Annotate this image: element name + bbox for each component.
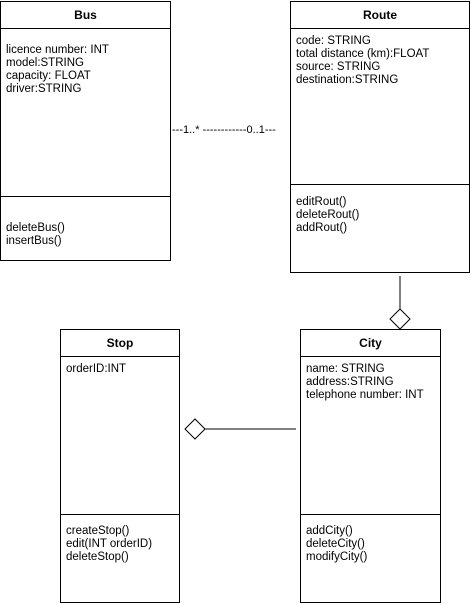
city-attribute: address:STRING	[306, 376, 394, 388]
city-divider	[301, 514, 440, 515]
stop-method: edit(INT orderID)	[66, 538, 153, 550]
stop-method: deleteStop()	[66, 551, 129, 563]
bus-class-title: Bus	[1, 2, 170, 29]
stop-method: createStop()	[66, 525, 130, 537]
bus-attribute: licence number: INT	[6, 44, 109, 56]
route-divider	[291, 184, 469, 185]
route-attribute: source: STRING	[296, 61, 381, 73]
bus-class[interactable]: Bus licence number: INT model:STRING cap…	[0, 1, 171, 261]
route-attribute: code: STRING	[296, 35, 371, 47]
bus-methods: deleteBus() insertBus()	[1, 220, 170, 248]
stop-class-title: Stop	[61, 330, 179, 357]
bus-attribute: driver:STRING	[6, 83, 82, 95]
route-attribute: destination:STRING	[296, 74, 399, 86]
route-method: editRout()	[296, 196, 347, 208]
stop-city-aggregation-diamond	[184, 418, 206, 440]
bus-method: insertBus()	[6, 235, 62, 247]
stop-class[interactable]: Stop orderID:INT createStop() edit(INT o…	[60, 329, 180, 603]
route-class-title: Route	[291, 2, 469, 29]
bus-attributes: licence number: INT model:STRING capacit…	[1, 42, 170, 96]
bus-attribute: capacity: FLOAT	[6, 70, 91, 82]
bus-route-association-label: ---1..* ------------0..1---	[172, 124, 276, 136]
city-methods: addCity() deleteCity() modifyCity()	[301, 523, 440, 564]
stop-attributes: orderID:INT	[61, 361, 179, 376]
route-attribute: total distance (km):FLOAT	[296, 48, 430, 60]
city-class-title: City	[301, 330, 440, 357]
bus-attribute: model:STRING	[6, 57, 84, 69]
stop-attribute: orderID:INT	[66, 363, 127, 375]
route-method: deleteRout()	[296, 209, 360, 221]
route-class[interactable]: Route code: STRING total distance (km):F…	[290, 1, 470, 273]
city-method: deleteCity()	[306, 538, 365, 550]
city-method: modifyCity()	[306, 551, 368, 563]
city-class[interactable]: City name: STRING address:STRING telepho…	[300, 329, 441, 603]
city-attributes: name: STRING address:STRING telephone nu…	[301, 361, 440, 402]
city-attribute: telephone number: INT	[306, 389, 424, 401]
route-method: addRout()	[296, 222, 348, 234]
stop-divider	[61, 514, 179, 515]
city-method: addCity()	[306, 525, 353, 537]
bus-method: deleteBus()	[6, 222, 65, 234]
bus-divider	[1, 196, 170, 197]
route-city-aggregation-diamond	[389, 308, 411, 330]
city-attribute: name: STRING	[306, 363, 385, 375]
route-methods: editRout() deleteRout() addRout()	[291, 194, 469, 235]
route-attributes: code: STRING total distance (km):FLOAT s…	[291, 33, 469, 87]
stop-methods: createStop() edit(INT orderID) deleteSto…	[61, 523, 179, 564]
